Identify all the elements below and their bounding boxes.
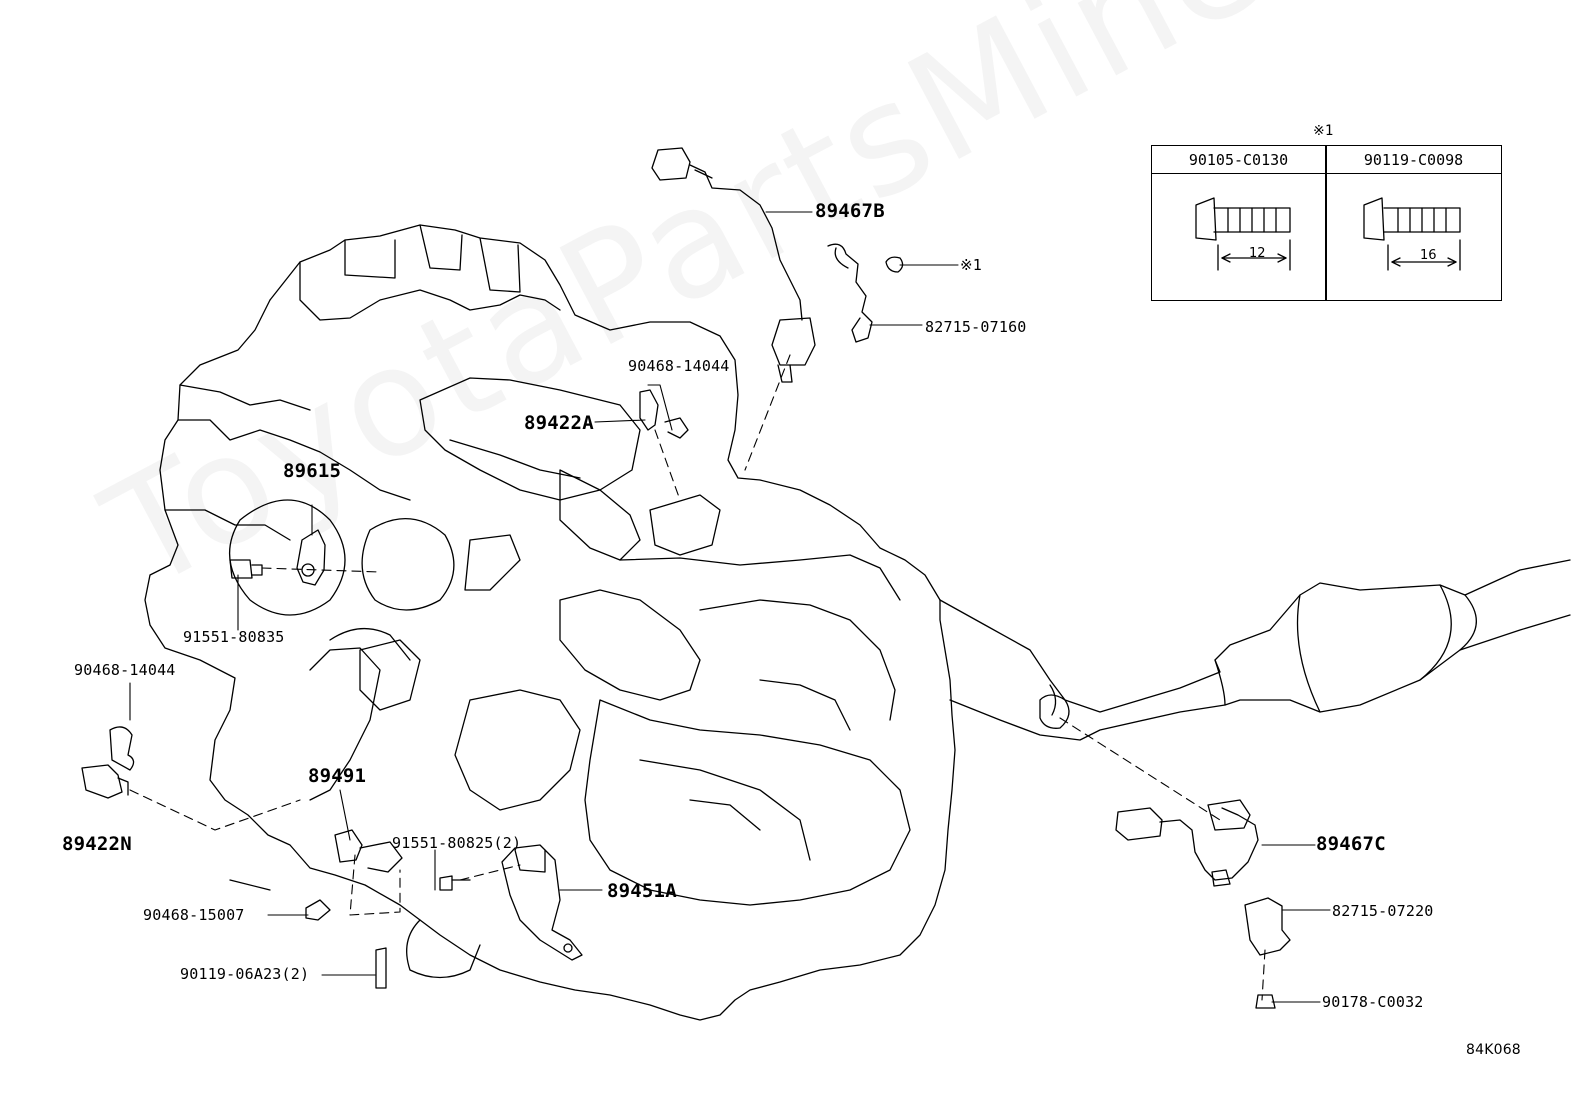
label-90468-15007: 90468-15007 xyxy=(143,906,245,924)
exhaust-pipe xyxy=(939,559,1571,741)
label-91551-80825: 91551-80825(2) xyxy=(392,834,522,852)
label-90468-14044-left: 90468-14044 xyxy=(74,661,176,679)
label-89451a: 89451A xyxy=(607,880,677,902)
o2-sensor-89467b xyxy=(651,147,816,383)
label-90468-14044-top: 90468-14044 xyxy=(628,357,730,375)
label-89615: 89615 xyxy=(283,460,342,482)
label-89422n: 89422N xyxy=(62,833,132,855)
label-82715-07220: 82715-07220 xyxy=(1332,902,1434,920)
leader-lines xyxy=(129,211,1331,1003)
label-91551-80835: 91551-80835 xyxy=(183,628,285,646)
bolt-spec-table: 90105-C0130 90119-C0098 12 16 xyxy=(1151,145,1502,301)
table-divider xyxy=(1325,146,1327,300)
sensor-89491 xyxy=(305,829,471,989)
diagram-code: 84K068 xyxy=(1466,1042,1521,1058)
label-90119-06a23: 90119-06A23(2) xyxy=(180,965,310,983)
switch-89451a xyxy=(501,844,583,961)
bracket-82715-07160 xyxy=(827,243,904,343)
sensor-89422a xyxy=(639,389,689,439)
label-89467b: 89467B xyxy=(815,200,885,222)
dimension-12: 12 xyxy=(1249,246,1266,261)
table-header-part-1: 90105-C0130 xyxy=(1152,146,1325,174)
table-marker: ※1 xyxy=(1313,123,1334,139)
knock-sensor-89615 xyxy=(229,529,326,586)
o2-sensor-89467c xyxy=(1115,799,1259,887)
dimension-16: 16 xyxy=(1420,248,1437,263)
sensor-89422n xyxy=(81,726,135,799)
label-90178-c0032: 90178-C0032 xyxy=(1322,993,1424,1011)
label-82715-07160: 82715-07160 xyxy=(925,318,1027,336)
label-ref-1: ※1 xyxy=(960,256,982,274)
table-header-part-2: 90119-C0098 xyxy=(1326,146,1501,174)
leader-lines-dashed xyxy=(129,354,1266,1001)
label-89467c: 89467C xyxy=(1316,833,1386,855)
label-89422a: 89422A xyxy=(524,412,594,434)
engine-outline xyxy=(144,224,956,1021)
bolt-drawings xyxy=(1195,197,1461,271)
label-89491: 89491 xyxy=(308,765,367,787)
bracket-82715-07220 xyxy=(1244,897,1291,1009)
